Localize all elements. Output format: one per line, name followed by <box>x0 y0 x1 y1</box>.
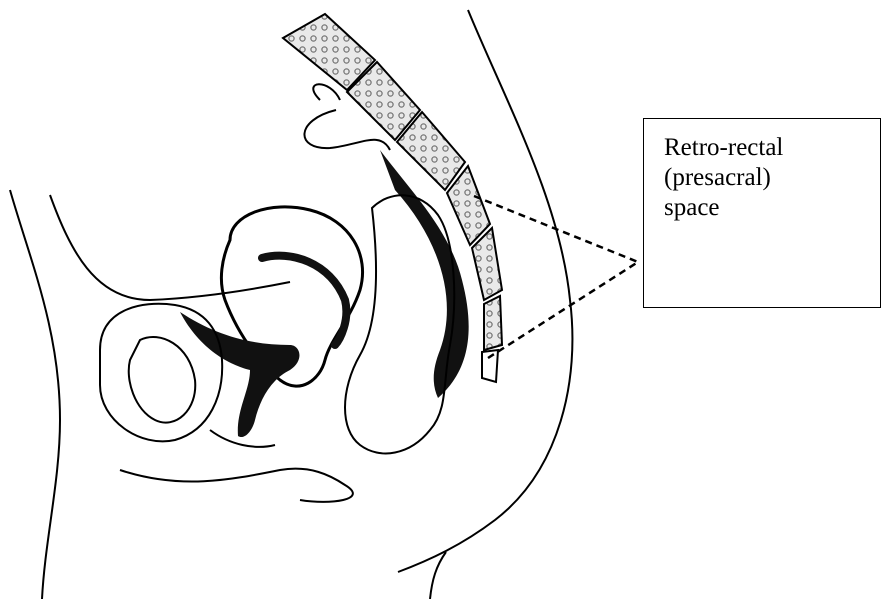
buttock-contour <box>430 552 446 599</box>
sacral-vertebrae <box>283 14 502 382</box>
leader-line-upper <box>474 196 638 262</box>
uterine-cavity <box>262 256 346 345</box>
callout-line-1: Retro-rectal <box>664 133 866 163</box>
coccyx-tip <box>482 350 498 382</box>
perineum-contour <box>120 469 353 502</box>
bladder <box>100 304 222 442</box>
callout-line-3: space <box>664 193 866 223</box>
bladder-inner <box>129 337 196 423</box>
callout-line-2: (presacral) <box>664 163 866 193</box>
coccyx <box>484 296 502 350</box>
bowel-loop-inner <box>313 84 340 100</box>
callout-box: Retro-rectal (presacral) space <box>643 118 881 308</box>
leader-line-lower <box>488 262 638 358</box>
anterior-body-contour <box>10 190 60 599</box>
